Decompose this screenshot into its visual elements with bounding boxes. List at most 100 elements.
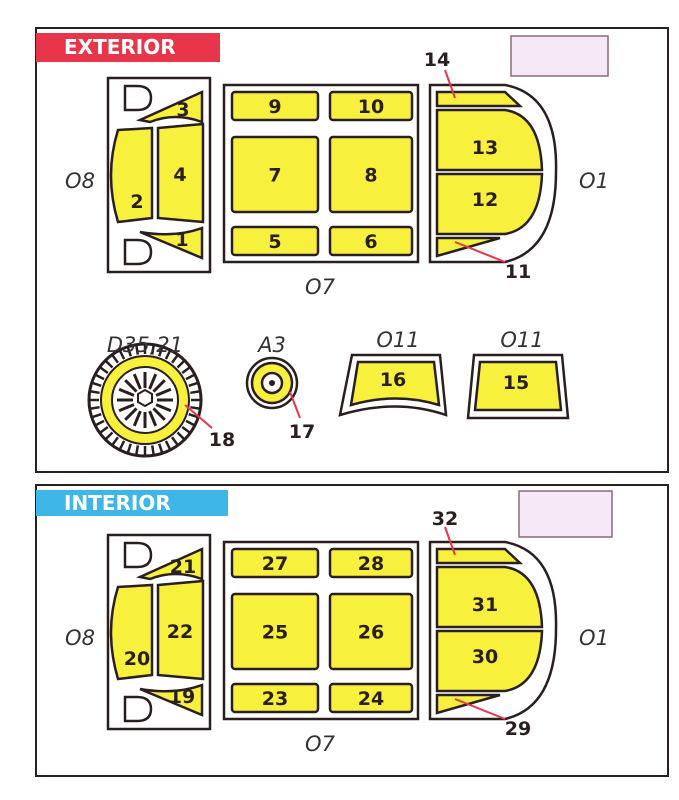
mask-rect: [328, 682, 414, 714]
leader-line: [289, 391, 301, 419]
part-number: 18: [209, 429, 235, 451]
part-number: 20: [124, 648, 150, 670]
part-number: 13: [472, 137, 498, 159]
panel-title: INTERIOR: [64, 491, 171, 515]
leader-line: [454, 698, 506, 720]
wheel-spoke: [152, 379, 166, 393]
part-number: 26: [358, 622, 384, 644]
panel-border: [35, 27, 669, 473]
part-number: 22: [167, 621, 193, 643]
part-number: 10: [358, 96, 384, 118]
part-number: 31: [472, 594, 498, 616]
mask-top: [135, 547, 204, 581]
part-number: 24: [358, 688, 384, 710]
tire-tread: [126, 443, 132, 453]
wheel-spoke: [152, 407, 166, 421]
brand-logo-badge: [518, 490, 613, 538]
d-shape-bottom: [123, 238, 153, 266]
tire-tread: [185, 373, 195, 381]
wheel-spoke: [132, 373, 142, 390]
tire-tread: [171, 354, 179, 364]
part-number: 8: [364, 165, 377, 187]
d-shape-top: [123, 541, 153, 569]
wheel-spoke: [155, 403, 172, 413]
part-number: 30: [472, 646, 498, 668]
tire-tread: [105, 431, 114, 440]
tire-tread: [190, 390, 200, 395]
left-mask-group: 21 22 20 19 O8: [65, 533, 212, 731]
part-number: 3: [176, 99, 189, 121]
form-label: D35,21: [107, 333, 183, 357]
part-number: 14: [424, 49, 450, 71]
tire-tread: [92, 381, 102, 387]
form-label: O8: [65, 169, 95, 193]
mask-rect: [328, 135, 414, 214]
mask-lower: [435, 172, 544, 236]
tire-tread: [135, 345, 140, 355]
tire-tread: [118, 350, 126, 360]
tire-tread: [176, 360, 185, 369]
part-number: 7: [268, 165, 281, 187]
part-number: 2: [130, 191, 143, 213]
tire-tread: [90, 405, 100, 410]
mask-bottom: [139, 683, 204, 717]
tire-tread: [126, 347, 132, 357]
mask-rect: [328, 547, 414, 579]
form-label: A3: [256, 333, 286, 357]
mask-rect: [328, 90, 414, 122]
part-number: 29: [505, 718, 531, 740]
part-number: 27: [262, 553, 288, 575]
mask-panel-a: [349, 360, 441, 407]
brand-logo-badge: [510, 35, 609, 77]
tire-tread: [188, 413, 198, 419]
tire-tread: [171, 436, 179, 446]
mask-rect: [230, 592, 320, 671]
tire-tread: [111, 436, 119, 446]
tire-tread: [99, 366, 109, 374]
part-number: 12: [472, 189, 498, 211]
part-number: 19: [169, 686, 195, 708]
wheel-spoke: [124, 407, 138, 421]
d-shape-top: [123, 84, 153, 112]
mask-rect: [328, 225, 414, 257]
mask-left: [109, 126, 154, 224]
tire-tread: [188, 381, 198, 387]
part-number: 25: [262, 622, 288, 644]
mask-rect: [230, 682, 320, 714]
tire-tread: [90, 390, 100, 395]
tire-tread: [164, 440, 172, 450]
tire-tread: [176, 431, 185, 440]
wheel-spoke: [118, 403, 135, 413]
leader-line: [454, 241, 506, 263]
mask-top: [135, 90, 204, 124]
part-number: 1: [175, 229, 188, 251]
form-label: O11: [376, 328, 419, 352]
form-label: O8: [65, 626, 95, 650]
tire-tread: [135, 445, 140, 455]
panel-header-bar: [36, 33, 220, 62]
wheel-spoke: [148, 373, 158, 390]
leader-line: [184, 404, 213, 429]
mask-rect: [230, 90, 320, 122]
part-number: 21: [170, 556, 196, 578]
part-number: 9: [268, 96, 281, 118]
panel-header-bar: [36, 490, 228, 516]
tire-tread: [164, 350, 172, 360]
mask-upper: [435, 108, 544, 172]
mask-rect: [230, 225, 320, 257]
mask-top-strip: [435, 547, 524, 565]
mask-lower: [435, 629, 544, 693]
part-number: 11: [505, 261, 531, 283]
part-number: 16: [380, 369, 406, 391]
wheel-spoke: [132, 410, 142, 427]
part-number: 15: [503, 372, 529, 394]
mask-rect: [230, 135, 320, 214]
part-number: 6: [364, 231, 377, 253]
leader-line: [444, 69, 456, 99]
